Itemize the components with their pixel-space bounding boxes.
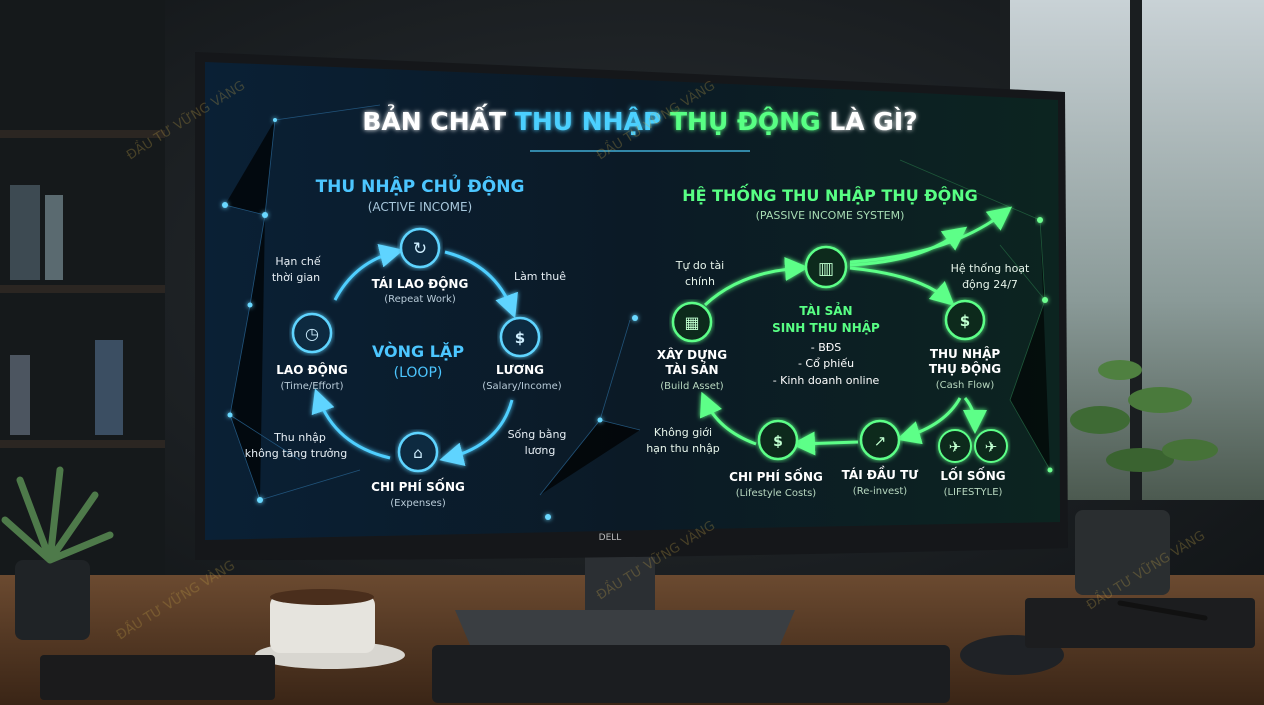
svg-text:(Lifestyle Costs): (Lifestyle Costs): [736, 488, 817, 499]
svg-text:(Cash Flow): (Cash Flow): [936, 380, 995, 391]
active-node-labor: ◷ LAO ĐỘNG (Time/Effort): [276, 312, 348, 392]
svg-text:Thu nhập: Thu nhập: [273, 431, 326, 444]
svg-text:- BĐS: - BĐS: [811, 341, 842, 354]
active-heading: THU NHẬP CHỦ ĐỘNG: [316, 173, 525, 197]
passive-edge-labels: Tự do tài chính Hệ thống hoạt động 24/7 …: [646, 259, 1030, 455]
passive-node-lifestyle: ✈ ✈ LỐI SỐNG (LIFESTYLE): [938, 429, 1008, 498]
passive-node-cash-flow: $ THU NHẬP THỤ ĐỘNG (Cash Flow): [929, 299, 1001, 391]
active-edge-labels: Hạn chế thời gian Làm thuê Sống bằng lươ…: [245, 255, 567, 460]
svg-text:động 24/7: động 24/7: [962, 278, 1018, 291]
notebook-right: [1025, 598, 1255, 648]
loop-label: VÒNG LẶP: [372, 341, 464, 361]
svg-text:(Re-invest): (Re-invest): [853, 486, 907, 497]
svg-text:thời gian: thời gian: [272, 271, 320, 284]
title-underline: [530, 150, 750, 152]
svg-text:hạn thu nhập: hạn thu nhập: [646, 442, 720, 455]
airplane-icon: ✈: [985, 438, 998, 456]
plant-right: [1070, 360, 1218, 595]
coffee-cup: [255, 589, 405, 669]
svg-text:lương: lương: [525, 444, 556, 457]
house-icon: ⌂: [413, 444, 423, 462]
svg-text:(Expenses): (Expenses): [390, 498, 446, 509]
plant-left: [1, 466, 114, 640]
notebook-left: [40, 655, 275, 700]
svg-text:(Time/Effort): (Time/Effort): [280, 381, 343, 392]
airplane-icon: ✈: [949, 438, 962, 456]
active-subheading: (ACTIVE INCOME): [368, 200, 473, 214]
active-income-diagram: THU NHẬP CHỦ ĐỘNG (ACTIVE INCOME) ↻ TÁI …: [245, 173, 567, 509]
svg-text:LAO ĐỘNG: LAO ĐỘNG: [276, 362, 347, 377]
svg-text:Sống bằng: Sống bằng: [508, 428, 567, 441]
passive-node-reinvest: ↗ TÁI ĐẦU TƯ (Re-invest): [842, 419, 919, 497]
svg-text:TÀI SẢN: TÀI SẢN: [665, 361, 718, 377]
svg-text:THU NHẬP: THU NHẬP: [930, 346, 1001, 361]
svg-text:LỐI SỐNG: LỐI SỐNG: [940, 466, 1005, 483]
svg-text:TÀI SẢN: TÀI SẢN: [799, 302, 852, 318]
svg-text:chính: chính: [685, 275, 715, 288]
repeat-clock-icon: ↻: [413, 239, 427, 259]
page-title: BẢN CHẤT THU NHẬP THỤ ĐỘNG LÀ GÌ?: [362, 103, 917, 136]
loop-arrows: [311, 244, 518, 466]
money-coins-icon: $: [773, 434, 783, 450]
svg-text:(Salary/Income): (Salary/Income): [482, 381, 561, 392]
svg-text:SINH THU NHẬP: SINH THU NHẬP: [772, 320, 880, 335]
trend-up-icon: ↗: [874, 432, 887, 450]
svg-text:Tự do tài: Tự do tài: [675, 259, 725, 272]
office-building-icon: ▥: [818, 259, 834, 279]
svg-text:- Kinh doanh online: - Kinh doanh online: [773, 374, 880, 387]
passive-income-diagram: HỆ THỐNG THU NHẬP THỤ ĐỘNG (PASSIVE INCO…: [646, 184, 1030, 499]
svg-text:(Build Asset): (Build Asset): [660, 381, 724, 392]
svg-text:TÁI ĐẦU TƯ: TÁI ĐẦU TƯ: [842, 465, 919, 482]
svg-text:TÁI LAO ĐỘNG: TÁI LAO ĐỘNG: [372, 276, 469, 291]
svg-text:LƯƠNG: LƯƠNG: [496, 363, 544, 377]
loop-sub: (LOOP): [394, 365, 443, 381]
passive-node-build-asset: ▦ XÂY DỰNG TÀI SẢN (Build Asset): [657, 301, 727, 392]
money-bag-icon: $: [515, 329, 525, 347]
svg-text:- Cổ phiếu: - Cổ phiếu: [798, 357, 854, 370]
cash-flow-icon: $: [960, 312, 970, 330]
keyboard: [432, 645, 950, 703]
svg-text:THỤ ĐỘNG: THỤ ĐỘNG: [929, 361, 1001, 376]
svg-text:Hạn chế: Hạn chế: [275, 255, 321, 268]
svg-text:XÂY DỰNG: XÂY DỰNG: [657, 347, 727, 362]
monitor-screen: [205, 62, 1060, 540]
building-icon: ▦: [684, 313, 699, 332]
system-arrows: [699, 206, 1013, 456]
network-background-green: [899, 159, 1051, 471]
passive-heading: HỆ THỐNG THU NHẬP THỤ ĐỘNG: [682, 184, 978, 205]
monitor-brand: DELL: [599, 533, 622, 543]
svg-text:Hệ thống hoạt: Hệ thống hoạt: [951, 262, 1030, 275]
svg-text:(LIFESTYLE): (LIFESTYLE): [944, 487, 1003, 498]
svg-text:CHI PHÍ SỐNG: CHI PHÍ SỐNG: [729, 467, 823, 484]
svg-text:không tăng trưởng: không tăng trưởng: [245, 447, 348, 460]
passive-subheading: (PASSIVE INCOME SYSTEM): [756, 209, 905, 222]
passive-node-lifestyle-costs: $ CHI PHÍ SỐNG (Lifestyle Costs): [729, 419, 823, 499]
svg-text:Không giới: Không giới: [654, 426, 712, 439]
active-node-salary: $ LƯƠNG (Salary/Income): [482, 316, 562, 392]
active-node-repeat-work: ↻ TÁI LAO ĐỘNG (Repeat Work): [372, 227, 469, 305]
svg-text:CHI PHÍ SỐNG: CHI PHÍ SỐNG: [371, 477, 465, 494]
passive-center-asset: ▥ TÀI SẢN SINH THU NHẬP - BĐS - Cổ phiếu…: [772, 245, 880, 387]
clock-icon: ◷: [305, 324, 319, 343]
svg-text:Làm thuê: Làm thuê: [514, 270, 566, 283]
active-node-expenses: ⌂ CHI PHÍ SỐNG (Expenses): [371, 431, 465, 509]
svg-text:(Repeat Work): (Repeat Work): [384, 294, 456, 305]
